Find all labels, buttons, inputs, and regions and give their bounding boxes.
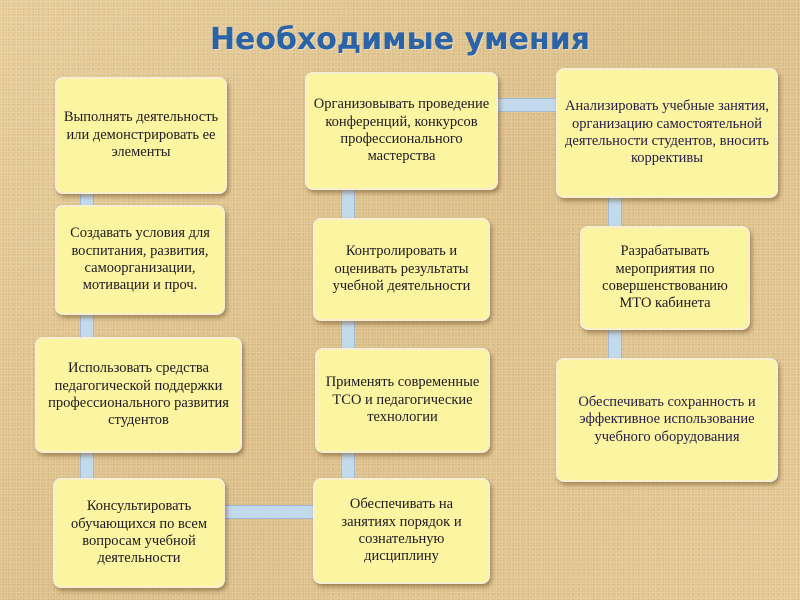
box-analyze-lessons-text: Анализировать учебные занятия, организац… (565, 98, 769, 167)
box-ensure-equipment-text: Обеспечивать сохранность и эффективное и… (578, 393, 756, 445)
box-analyze-lessons: Анализировать учебные занятия, организац… (556, 68, 778, 198)
box-ensure-equipment: Обеспечивать сохранность и эффективное и… (556, 358, 778, 482)
box-apply-tso: Применять современные ТСО и педагогическ… (315, 348, 490, 453)
box-pedagogical-support-text: Использовать средства педагогической под… (48, 360, 229, 429)
box-consult-students-text: Консультировать обучающихся по всем вопр… (71, 498, 207, 567)
box-ensure-order: Обеспечивать на занятиях порядок и созна… (313, 478, 490, 584)
connector-top-horizontal (490, 98, 565, 112)
slide-title: Необходимые умения (209, 22, 591, 57)
box-control-results-text: Контролировать и оценивать результаты уч… (332, 243, 471, 295)
box-organize-conferences-text: Организовывать проведение конференций, к… (313, 96, 490, 165)
box-ensure-order-text: Обеспечивать на занятиях порядок и созна… (341, 496, 462, 565)
box-consult-students: Консультировать обучающихся по всем вопр… (53, 478, 225, 588)
box-create-conditions: Создавать условия для воспитания, развит… (55, 205, 225, 315)
box-control-results: Контролировать и оценивать результаты уч… (313, 218, 490, 321)
box-apply-tso-text: Применять современные ТСО и педагогическ… (325, 374, 480, 426)
box-develop-mto-text: Разрабатывать мероприятия по совершенств… (602, 243, 728, 312)
box-create-conditions-text: Создавать условия для воспитания, развит… (70, 225, 210, 294)
box-perform-activity-text: Выполнять деятельность или демонстрирова… (63, 109, 219, 161)
box-develop-mto: Разрабатывать мероприятия по совершенств… (580, 226, 750, 330)
box-pedagogical-support: Использовать средства педагогической под… (35, 337, 242, 453)
box-organize-conferences: Организовывать проведение конференций, к… (305, 72, 498, 190)
box-perform-activity: Выполнять деятельность или демонстрирова… (55, 77, 227, 194)
